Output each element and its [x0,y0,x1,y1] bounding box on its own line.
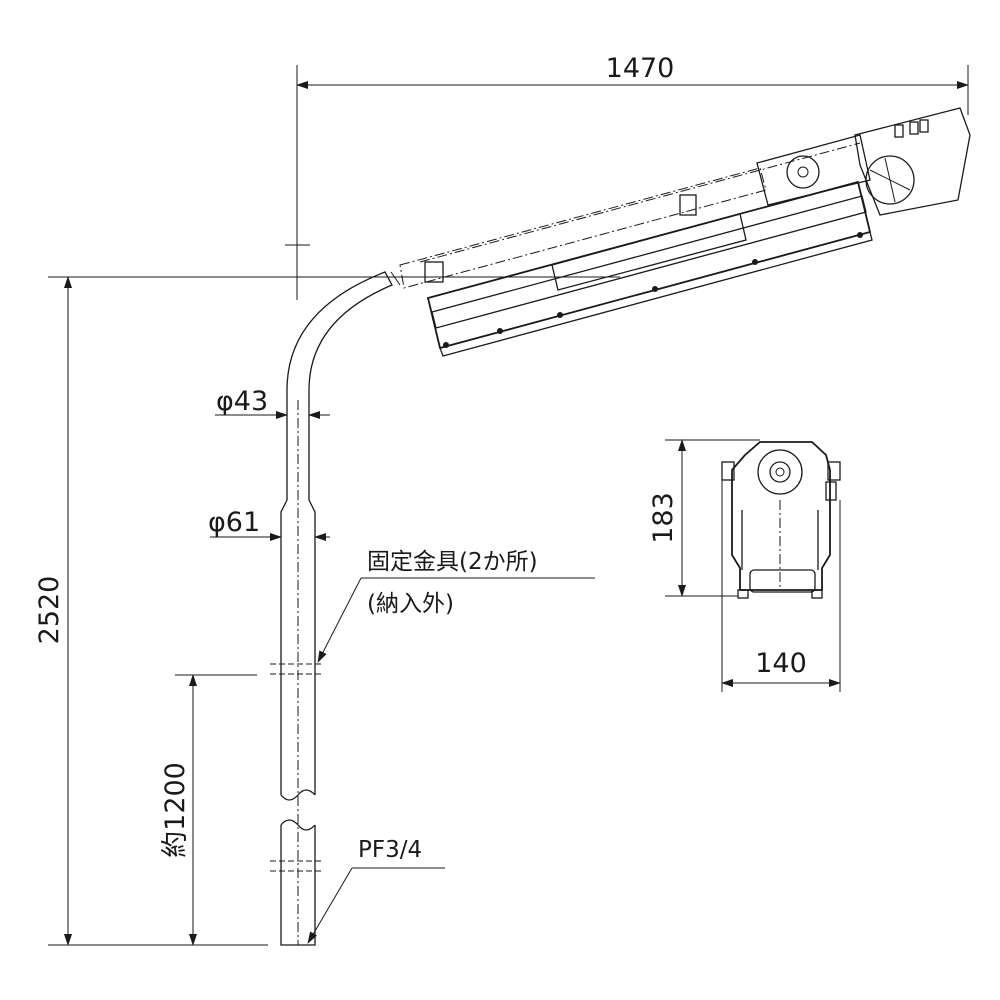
dimension-183: 183 [648,439,760,597]
dimension-2520: 2520 [34,276,620,946]
dimension-label-burial: 約1200 [160,762,191,858]
bracket-note-line2: (納入外) [367,591,454,617]
dimension-phi43: φ43 [215,386,330,419]
dimension-phi61: φ61 [208,507,330,541]
dimension-label-pipe-diameter: φ43 [216,386,268,417]
dimension-label-pole-diameter: φ61 [208,507,260,538]
conduit-note: PF3/4 [307,837,445,944]
bracket-note: 固定金具(2か所) (納入外) [317,549,595,663]
dimension-label-side-width: 140 [755,648,807,679]
bracket-note-line1: 固定金具(2か所) [367,549,538,575]
pole [270,271,401,946]
conduit-note-label: PF3/4 [358,837,422,863]
dimension-140: 140 [721,480,841,692]
luminaire-side-view [399,107,971,357]
dimension-1200: 約1200 [160,674,257,946]
dimension-1470: 1470 [296,53,969,240]
luminaire-front-view [721,441,841,599]
dimension-label-side-height: 183 [648,492,679,544]
dimension-label-width: 1470 [606,53,675,84]
dimension-label-height: 2520 [34,576,65,645]
